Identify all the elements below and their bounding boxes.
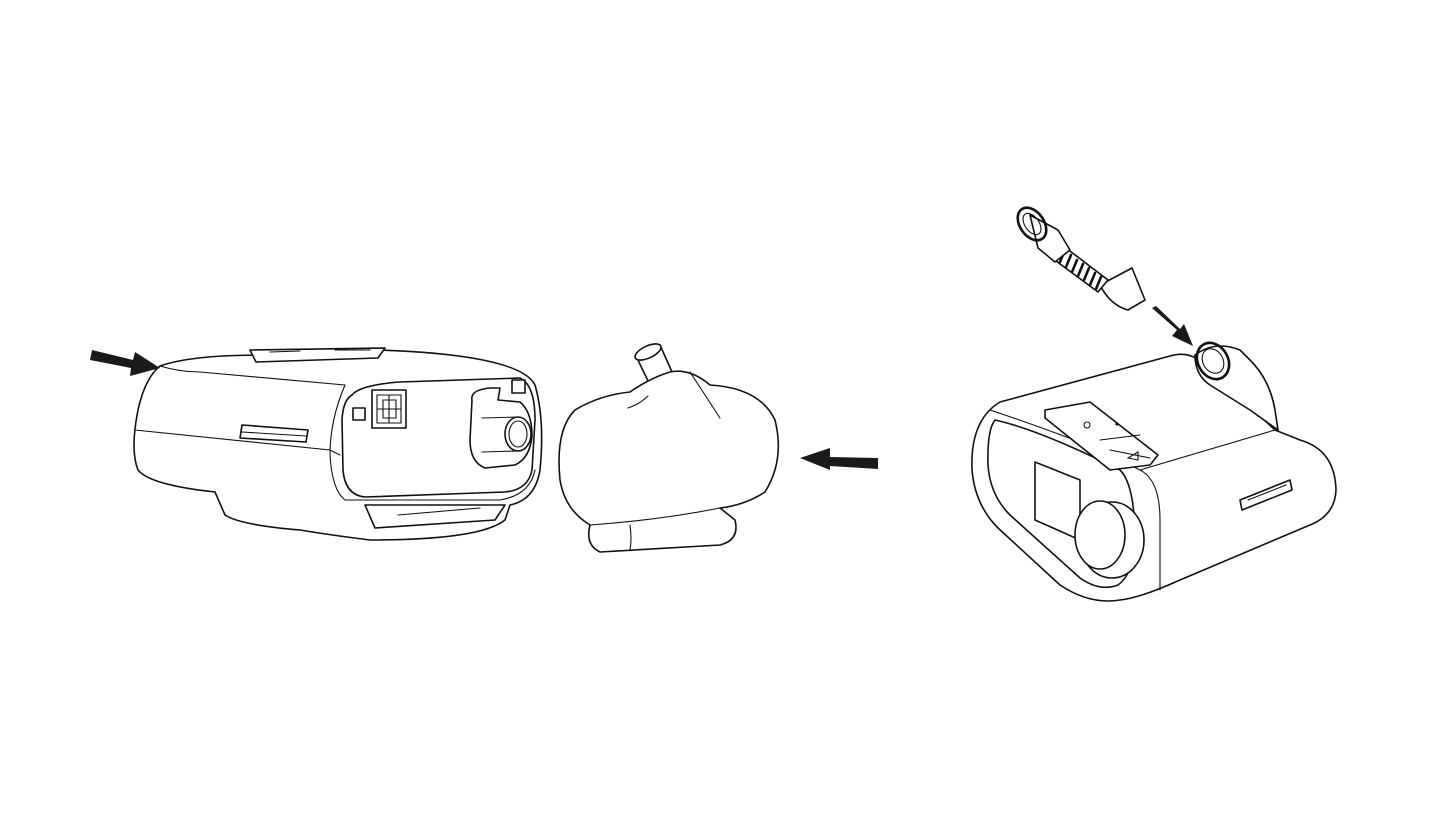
arrow-down-tube-to-outlet — [1152, 306, 1193, 346]
arrow-left-into-humidifier — [800, 448, 878, 470]
tubing — [1016, 206, 1146, 311]
therapy-device-rear — [133, 347, 543, 541]
assembled-device — [971, 341, 1337, 602]
humidifier — [558, 343, 780, 553]
arrow-right-into-device — [90, 350, 160, 376]
